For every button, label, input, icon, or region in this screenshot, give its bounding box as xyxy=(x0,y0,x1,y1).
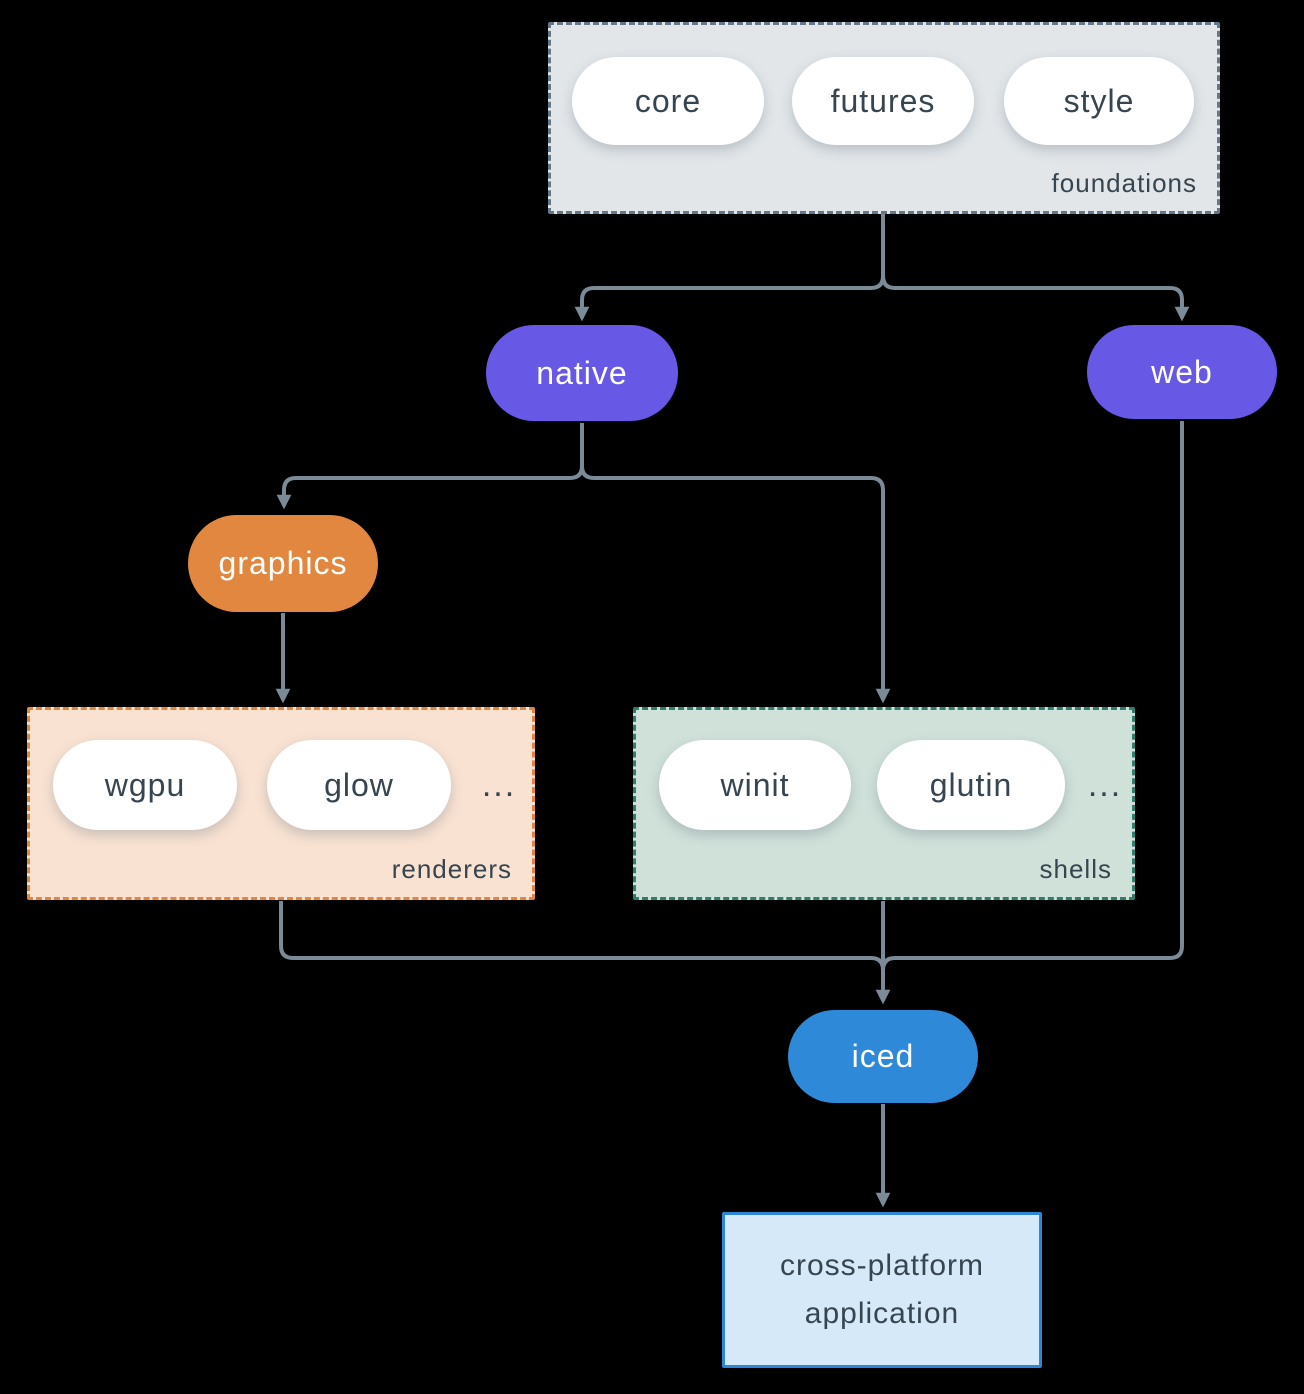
group-shells-label: shells xyxy=(1039,854,1112,884)
node-futures: futures xyxy=(792,57,974,145)
group-shells: winit glutin ... shells xyxy=(633,707,1135,900)
group-foundations-label: foundations xyxy=(1051,168,1197,198)
node-winit: winit xyxy=(659,740,851,830)
group-foundations: core futures style foundations xyxy=(548,22,1220,214)
node-style-label: style xyxy=(1063,82,1135,119)
node-iced: iced xyxy=(788,1010,978,1103)
node-core: core xyxy=(572,57,764,145)
edge-foundations-web xyxy=(881,214,1190,322)
node-wgpu-label: wgpu xyxy=(104,766,186,803)
node-application: cross-platform application xyxy=(722,1212,1042,1368)
edge-native-shells xyxy=(580,423,891,704)
node-web-label: web xyxy=(1151,353,1213,390)
node-web: web xyxy=(1087,325,1277,419)
node-iced-label: iced xyxy=(851,1038,915,1074)
group-renderers-label: renderers xyxy=(391,854,512,884)
node-native: native xyxy=(486,325,678,421)
edge-renderers-iced xyxy=(279,901,885,971)
node-glutin-label: glutin xyxy=(929,766,1013,803)
node-core-label: core xyxy=(634,82,702,119)
node-glow-label: glow xyxy=(324,766,394,803)
node-application-label: cross-platform application xyxy=(779,1249,985,1330)
node-glow: glow xyxy=(267,740,451,830)
group-renderers: wgpu glow ... renderers xyxy=(27,707,535,900)
node-native-label: native xyxy=(536,354,628,391)
node-wgpu: wgpu xyxy=(53,740,237,830)
node-winit-label: winit xyxy=(720,766,790,803)
node-graphics: graphics xyxy=(188,515,378,612)
node-style: style xyxy=(1004,57,1194,145)
shells-more-indicator: ... xyxy=(1087,765,1123,804)
renderers-more-indicator: ... xyxy=(481,765,517,804)
node-graphics-label: graphics xyxy=(218,545,348,581)
edge-native-graphics xyxy=(276,423,584,510)
node-futures-label: futures xyxy=(830,82,936,119)
node-glutin: glutin xyxy=(877,740,1065,830)
edge-foundations-native xyxy=(574,214,885,322)
